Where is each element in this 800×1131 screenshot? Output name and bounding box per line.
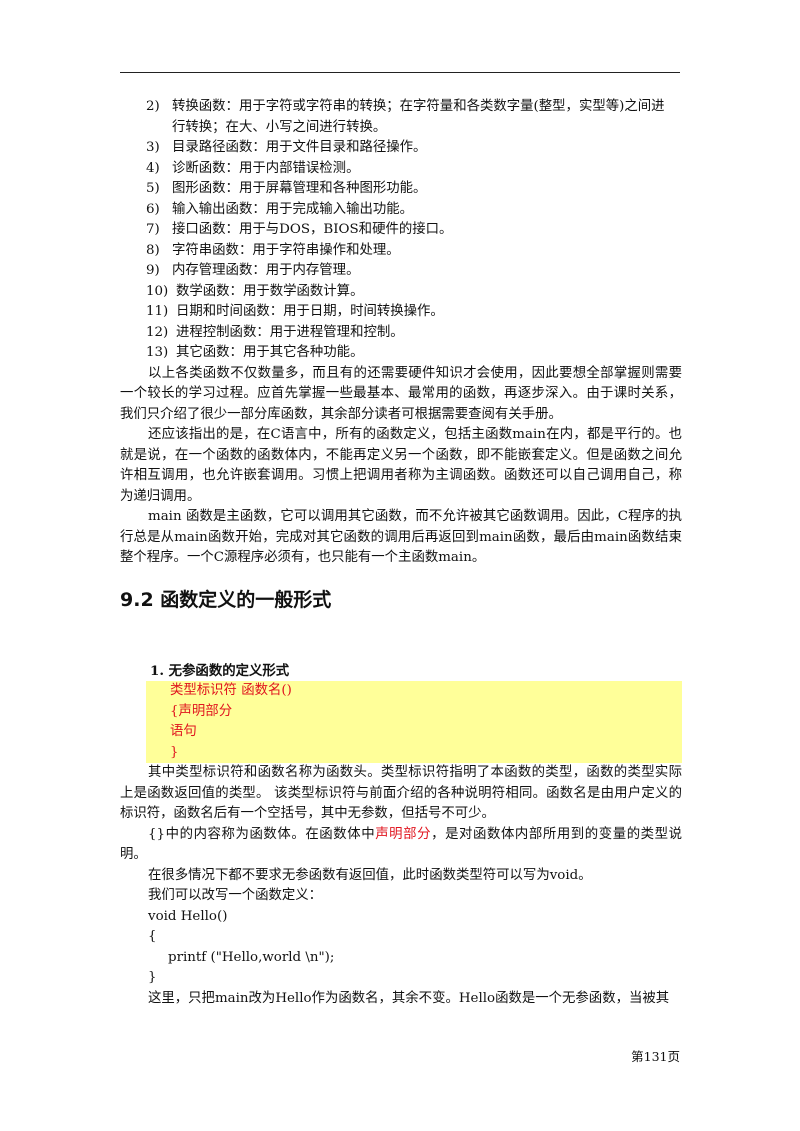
list-item-number: 3) [146, 140, 160, 155]
list-item: 6) 输入输出函数：用于完成输入输出功能。 [120, 200, 682, 221]
list-item-number: 8) [146, 242, 160, 258]
subsection-title: 1. 无参函数的定义形式 [150, 662, 290, 679]
code-line-signature: void Hello() [148, 908, 228, 924]
body-text-b: ，是对函数体内部所用到的变量的类型说明。 [120, 826, 683, 863]
list-item-text: 行转换；在大、小写之间进行转换。 [172, 119, 387, 135]
definition-template-box: 类型标识符 函数名() {声明部分 语句 } [146, 681, 682, 763]
list-item-number: 7) [146, 222, 160, 237]
paragraph-void-note: 在很多情况下都不要求无参函数有返回值，此时函数类型符可以写为void。 [148, 867, 592, 883]
list-item: 13) 其它函数：用于其它各种功能。 [120, 343, 682, 364]
paragraph-parallel-functions: 还应该指出的是，在C语言中，所有的函数定义，包括主函数main在内，都是平行的。… [120, 427, 682, 504]
declaration-part-highlight: 声明部分 [375, 826, 432, 842]
header-rule [120, 72, 680, 73]
list-item: 5) 图形函数：用于屏幕管理和各种图形功能。 [120, 179, 682, 200]
list-item-number: 11) [146, 304, 169, 319]
list-item-text: 接口函数：用于与DOS，BIOS和硬件的接口。 [172, 222, 453, 237]
list-item-text: 进程控制函数：用于进程管理和控制。 [176, 324, 404, 340]
list-item-text: 目录路径函数：用于文件目录和路径操作。 [172, 140, 427, 155]
list-item-number: 12) [146, 324, 169, 340]
list-item-number: 6) [146, 201, 160, 217]
list-item-number: 9) [146, 263, 160, 278]
paragraph-function-body: {}中的内容称为函数体。在函数体中声明部分，是对函数体内部所用到的变量的类型说明… [120, 825, 682, 866]
body-text-a: {}中的内容称为函数体。在函数体中 [148, 826, 376, 842]
code-line-close-brace: } [148, 970, 157, 985]
section-title: 9.2 函数定义的一般形式 [120, 588, 332, 611]
template-line-declaration: {声明部分 [170, 703, 233, 719]
template-line-header: 类型标识符 函数名() [170, 683, 292, 698]
function-category-list: 2) 转换函数：用于字符或字符串的转换；在字符量和各类数字量(整型，实型等)之间进… [120, 97, 682, 364]
list-item-number: 10) [146, 283, 169, 299]
list-item: 12) 进程控制函数：用于进程管理和控制。 [120, 323, 682, 344]
list-item-text: 其它函数：用于其它各种功能。 [176, 345, 364, 360]
list-item-text: 转换函数：用于字符或字符串的转换；在字符量和各类数字量(整型，实型等)之间进 [172, 99, 665, 114]
list-item-text: 日期和时间函数：用于日期，时间转换操作。 [176, 304, 444, 319]
list-item: 11) 日期和时间函数：用于日期，时间转换操作。 [120, 302, 682, 323]
template-line-close: } [170, 744, 179, 760]
list-item: 3) 目录路径函数：用于文件目录和路径操作。 [120, 138, 682, 159]
list-item-number: 13) [146, 345, 169, 360]
list-item-number: 5) [146, 181, 160, 196]
list-item-text: 字符串函数：用于字符串操作和处理。 [172, 242, 400, 258]
list-item: 9) 内存管理函数：用于内存管理。 [120, 261, 682, 282]
paragraph-main-function: main 函数是主函数，它可以调用其它函数，而不允许被其它函数调用。因此，C程序… [120, 509, 682, 565]
list-item-number: 2) [146, 99, 160, 114]
list-item-text: 诊断函数：用于内部错误检测。 [172, 160, 360, 176]
page-body: 2) 转换函数：用于字符或字符串的转换；在字符量和各类数字量(整型，实型等)之间进… [120, 97, 682, 1009]
list-item: 10) 数学函数：用于数学函数计算。 [120, 282, 682, 303]
list-item-text: 内存管理函数：用于内存管理。 [172, 263, 360, 278]
list-item-text: 图形函数：用于屏幕管理和各种图形功能。 [172, 181, 427, 196]
list-item-text: 输入输出函数：用于完成输入输出功能。 [172, 201, 414, 217]
paragraph-hello-explanation: 这里，只把main改为Hello作为函数名，其余不变。Hello函数是一个无参函… [148, 990, 670, 1006]
list-item: 4) 诊断函数：用于内部错误检测。 [120, 159, 682, 180]
code-line-printf: printf ("Hello,world \n"); [168, 949, 335, 965]
list-item: 7) 接口函数：用于与DOS，BIOS和硬件的接口。 [120, 220, 682, 241]
list-item: 8) 字符串函数：用于字符串操作和处理。 [120, 241, 682, 262]
list-item: 2) 转换函数：用于字符或字符串的转换；在字符量和各类数字量(整型，实型等)之间进… [120, 97, 682, 138]
paragraph-library-intro: 以上各类函数不仅数量多，而且有的还需要硬件知识才会使用，因此要想全部掌握则需要一… [120, 365, 682, 422]
list-item-text: 数学函数：用于数学函数计算。 [176, 283, 364, 299]
code-line-open-brace: { [148, 929, 157, 944]
template-line-statement: 语句 [170, 724, 197, 739]
paragraph-function-header: 其中类型标识符和函数名称为函数头。类型标识符指明了本函数的类型，函数的类型实际上… [120, 765, 682, 821]
paragraph-rewrite-intro: 我们可以改写一个函数定义： [148, 888, 323, 903]
list-item-number: 4) [146, 160, 160, 176]
page-number: 第131页 [631, 1049, 680, 1064]
